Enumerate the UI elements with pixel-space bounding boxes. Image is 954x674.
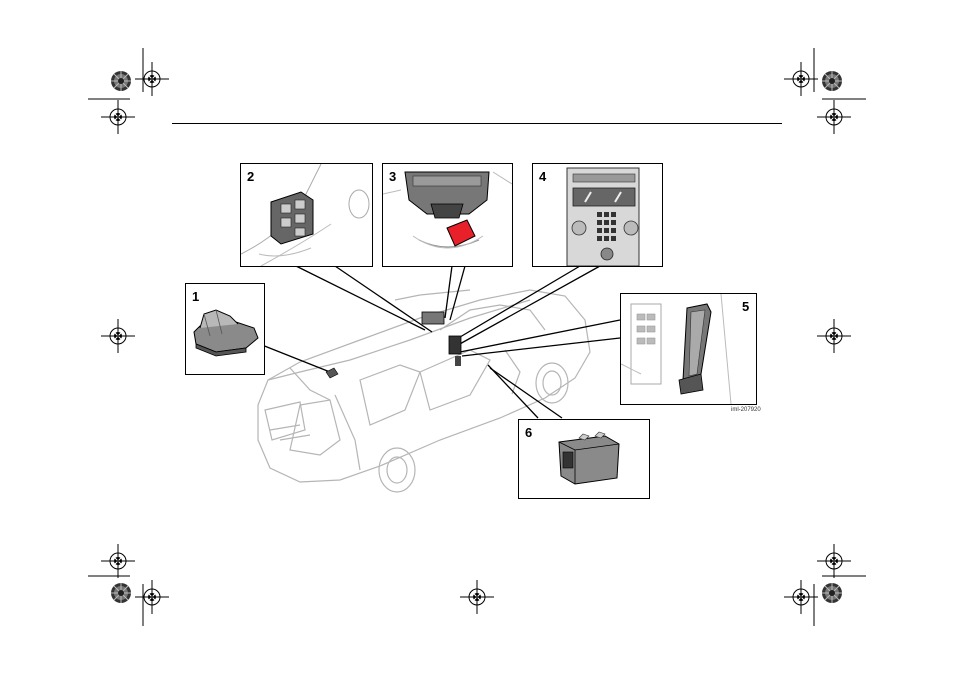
color-target-icon [822,71,842,91]
crosshair-icon [817,100,851,134]
crosshair-icon [135,580,169,614]
crosshair-icon [101,544,135,578]
color-target-icon [111,583,131,603]
crosshair-icon [460,580,494,614]
crosshair-icon [817,319,851,353]
color-target-icon [111,71,131,91]
crosshair-icon [817,544,851,578]
crosshair-icon [135,62,169,96]
color-target-icon [822,583,842,603]
crosshair-icon [784,580,818,614]
crosshair-icon [101,319,135,353]
crosshair-icon [784,62,818,96]
crosshair-icon [101,100,135,134]
